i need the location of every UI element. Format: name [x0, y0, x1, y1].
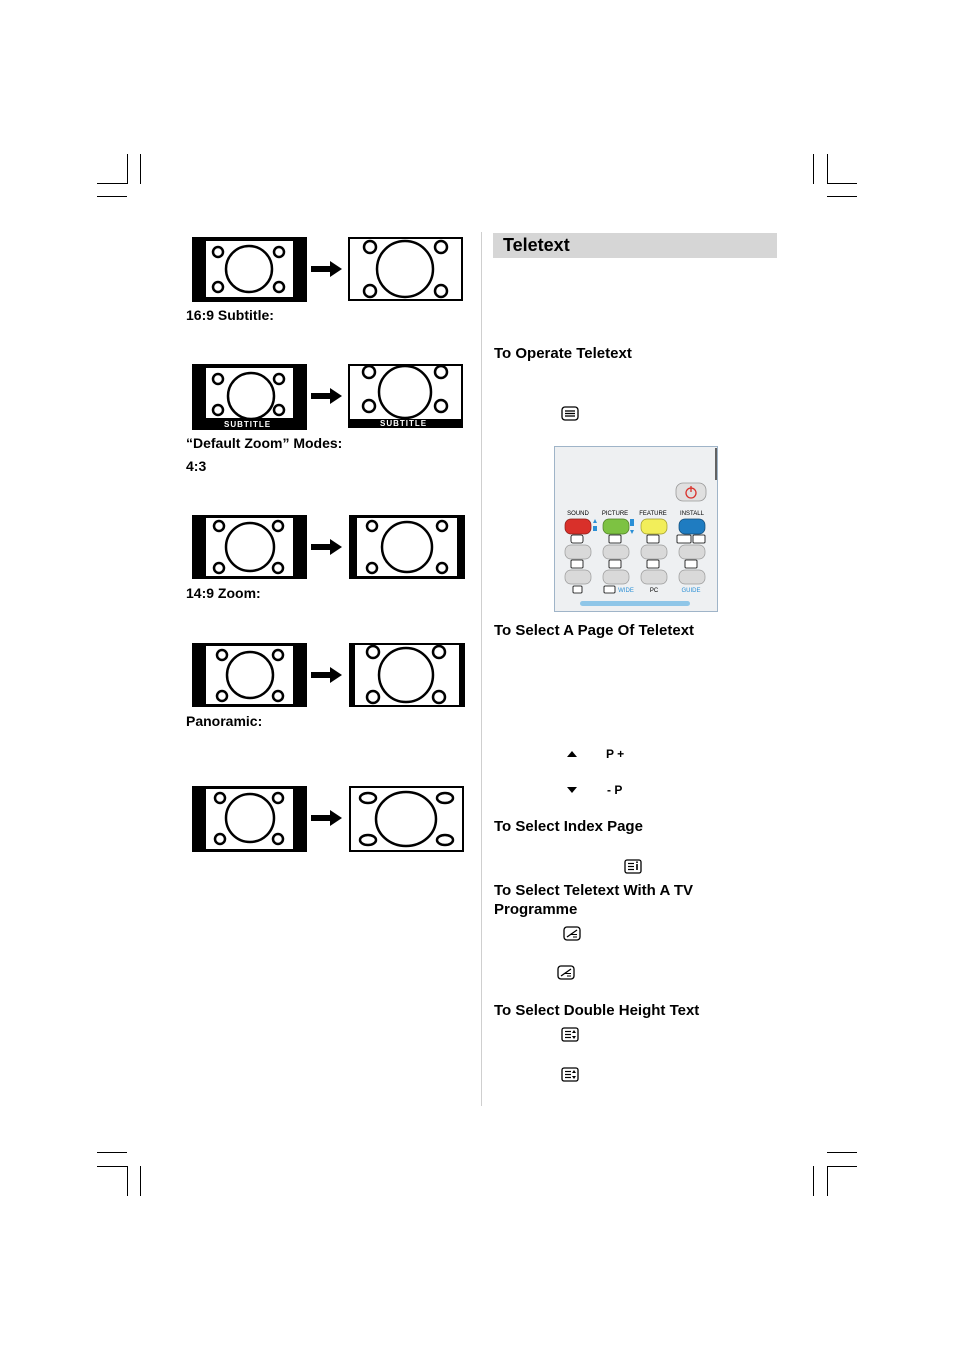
- remote-label-pc: PC: [650, 588, 659, 594]
- crop-mark: [813, 1166, 814, 1196]
- remote-label-install: INSTALL: [680, 511, 705, 517]
- index-icon: [624, 859, 642, 874]
- column-divider: [481, 232, 482, 1106]
- yellow-key: [640, 518, 668, 535]
- up-arrow-icon: [567, 751, 577, 757]
- crop-mark: [827, 1166, 828, 1196]
- blue-key: [678, 518, 706, 535]
- heading-tv-programme-1: To Select Teletext With A TV: [494, 882, 694, 899]
- aspect-illustration-4: [192, 643, 465, 707]
- caption-14-9-zoom: 14:9 Zoom:: [186, 585, 261, 601]
- caption-169-subtitle: 16:9 Subtitle:: [186, 307, 274, 323]
- mix-icon-2: [557, 965, 575, 980]
- crop-mark: [127, 154, 128, 184]
- remote-label-wide: WIDE: [618, 588, 634, 594]
- aspect-illustration-5: [192, 786, 464, 852]
- caption-default-zoom: “Default Zoom” Modes:: [186, 435, 343, 451]
- crop-mark: [127, 1166, 128, 1196]
- green-key: [602, 518, 630, 535]
- crop-mark: [97, 196, 127, 197]
- crop-mark: [97, 1166, 127, 1167]
- teletext-title: Teletext: [503, 235, 570, 255]
- remote-label-picture: PICTURE: [602, 511, 628, 517]
- subtitle-label-left: SUBTITLE: [224, 420, 272, 429]
- crop-mark: [827, 183, 857, 184]
- crop-mark: [140, 1166, 141, 1196]
- crop-mark: [97, 1152, 127, 1153]
- heading-operate-teletext: To Operate Teletext: [494, 345, 632, 362]
- teletext-icon: [561, 406, 579, 421]
- remote-control-illustration: SOUND PICTURE FEATURE INSTALL WIDE PC GU…: [554, 446, 718, 612]
- crop-mark: [97, 183, 127, 184]
- remote-label-feature: FEATURE: [639, 511, 667, 517]
- heading-select-page: To Select A Page Of Teletext: [494, 622, 695, 639]
- remote-label-sound: SOUND: [567, 511, 589, 517]
- p-plus-label: P +: [606, 747, 625, 761]
- caption-4-3: 4:3: [186, 458, 207, 474]
- subtitle-label-right: SUBTITLE: [380, 419, 428, 428]
- crop-mark: [827, 1166, 857, 1167]
- aspect-illustration-3: [192, 515, 465, 579]
- power-icon: [675, 482, 707, 502]
- size-icon: [561, 1027, 579, 1042]
- remote-label-guide: GUIDE: [681, 588, 700, 594]
- heading-double-height: To Select Double Height Text: [494, 1002, 700, 1019]
- aspect-illustration-1: [192, 237, 463, 302]
- crop-mark: [827, 196, 857, 197]
- crop-mark: [827, 1152, 857, 1153]
- heading-index-page: To Select Index Page: [494, 818, 643, 835]
- down-arrow-icon: [567, 787, 577, 793]
- p-minus-label: - P: [607, 783, 623, 797]
- crop-mark: [827, 154, 828, 184]
- mix-icon: [563, 926, 581, 941]
- teletext-banner: Teletext: [493, 233, 777, 258]
- crop-mark: [813, 154, 814, 184]
- heading-tv-programme-2: Programme: [494, 901, 578, 918]
- aspect-illustration-2: [192, 364, 463, 430]
- red-key: [564, 518, 592, 535]
- size-icon-2: [561, 1067, 579, 1082]
- crop-mark: [140, 154, 141, 184]
- caption-panoramic: Panoramic:: [186, 713, 263, 729]
